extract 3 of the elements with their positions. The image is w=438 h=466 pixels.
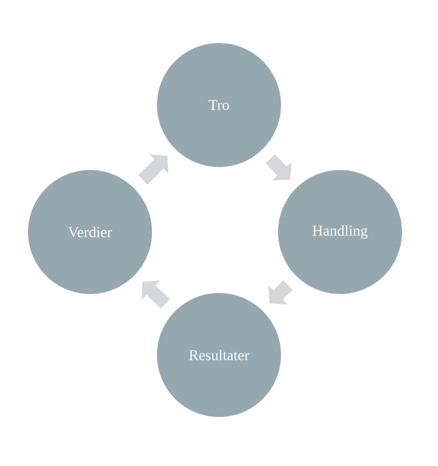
arrow: [268, 280, 293, 304]
arrow: [138, 154, 168, 185]
arrow: [265, 154, 292, 180]
